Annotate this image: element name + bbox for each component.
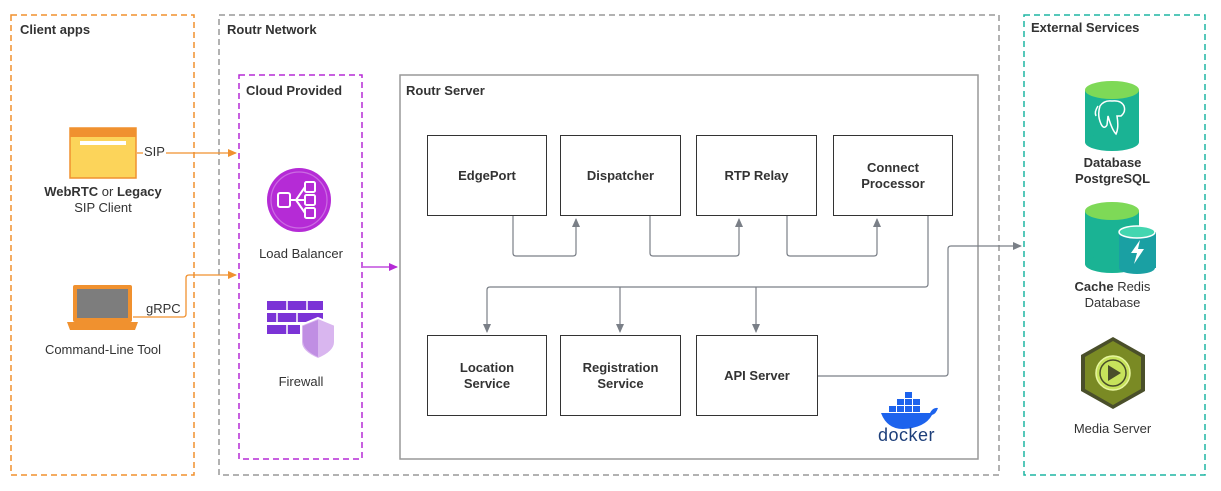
api-server-box: API Server (696, 335, 818, 416)
connect-to-location-connector (483, 216, 929, 333)
load-balancer-label: Load Balancer (259, 246, 343, 261)
routr-network-title: Routr Network (227, 22, 317, 37)
rtp-relay-box: RTP Relay (696, 135, 817, 216)
connect-processor-label-2: Processor (861, 175, 925, 191)
external-services-title: External Services (1031, 20, 1140, 35)
edgeport-to-dispatcher-connector (512, 215, 580, 257)
browser-window-icon (69, 127, 137, 179)
dispatcher-label: Dispatcher (586, 167, 655, 183)
dispatcher-box: Dispatcher (560, 135, 681, 216)
database-label: Database PostgreSQL (1030, 155, 1195, 187)
sip-label: SIP (143, 144, 166, 159)
legacy-bold: Legacy (116, 184, 162, 199)
connect-processor-label-1: Connect (867, 159, 919, 175)
webrtc-line2: SIP Client (74, 200, 132, 215)
grpc-connector (133, 271, 237, 318)
external-services-group (1023, 14, 1206, 476)
media-server-label: Media Server (1073, 421, 1152, 436)
edgeport-label: EdgePort (458, 167, 516, 183)
webrtc-bold: WebRTC (44, 184, 99, 199)
firewall-icon (267, 301, 336, 361)
cache-label: Cache Redis Database (1030, 279, 1195, 311)
edgeport-box: EdgePort (427, 135, 547, 216)
registration-service-box: Registration Service (560, 335, 681, 416)
laptop-icon (67, 285, 138, 330)
registration-service-label-2: Service (597, 375, 644, 391)
postgresql-database-icon (1085, 81, 1139, 151)
registration-service-label-1: Registration (582, 359, 659, 375)
api-server-label: API Server (724, 367, 790, 383)
cli-label: Command-Line Tool (44, 342, 162, 357)
docker-whale-icon (881, 392, 938, 429)
routr-server-title: Routr Server (406, 83, 485, 98)
cloud-provided-title: Cloud Provided (246, 83, 343, 98)
docker-wordmark: docker (878, 425, 936, 445)
database-label-1: Database (1083, 155, 1142, 170)
client-apps-title: Client apps (20, 22, 91, 37)
firewall-label: Firewall (278, 374, 324, 389)
cache-label-2: Database (1084, 295, 1141, 310)
routr-network-group (218, 14, 1000, 476)
location-service-box: Location Service (427, 335, 547, 416)
cache-bold: Cache (1074, 279, 1114, 294)
rtprelay-to-connect-connector (786, 215, 881, 257)
webrtc-client-label: WebRTC or Legacy SIP Client (20, 184, 186, 216)
client-apps-group (10, 14, 195, 476)
redis-cache-icon (1085, 202, 1156, 274)
webrtc-or: or (98, 184, 117, 199)
load-balancer-icon (267, 168, 331, 232)
dispatcher-to-rtprelay-connector (649, 215, 743, 257)
media-server-play-icon (1081, 337, 1145, 409)
location-service-label-1: Location (459, 359, 515, 375)
location-service-label-2: Service (463, 375, 511, 391)
rtp-relay-label: RTP Relay (724, 167, 789, 183)
api-to-external-connector (818, 242, 1022, 377)
connect-processor-box: Connect Processor (833, 135, 953, 216)
routr-server-group (399, 74, 979, 460)
cache-rest: Redis (1113, 279, 1151, 294)
database-label-2: PostgreSQL (1074, 171, 1151, 186)
grpc-label: gRPC (145, 301, 182, 316)
cloud-provided-group (238, 74, 363, 460)
